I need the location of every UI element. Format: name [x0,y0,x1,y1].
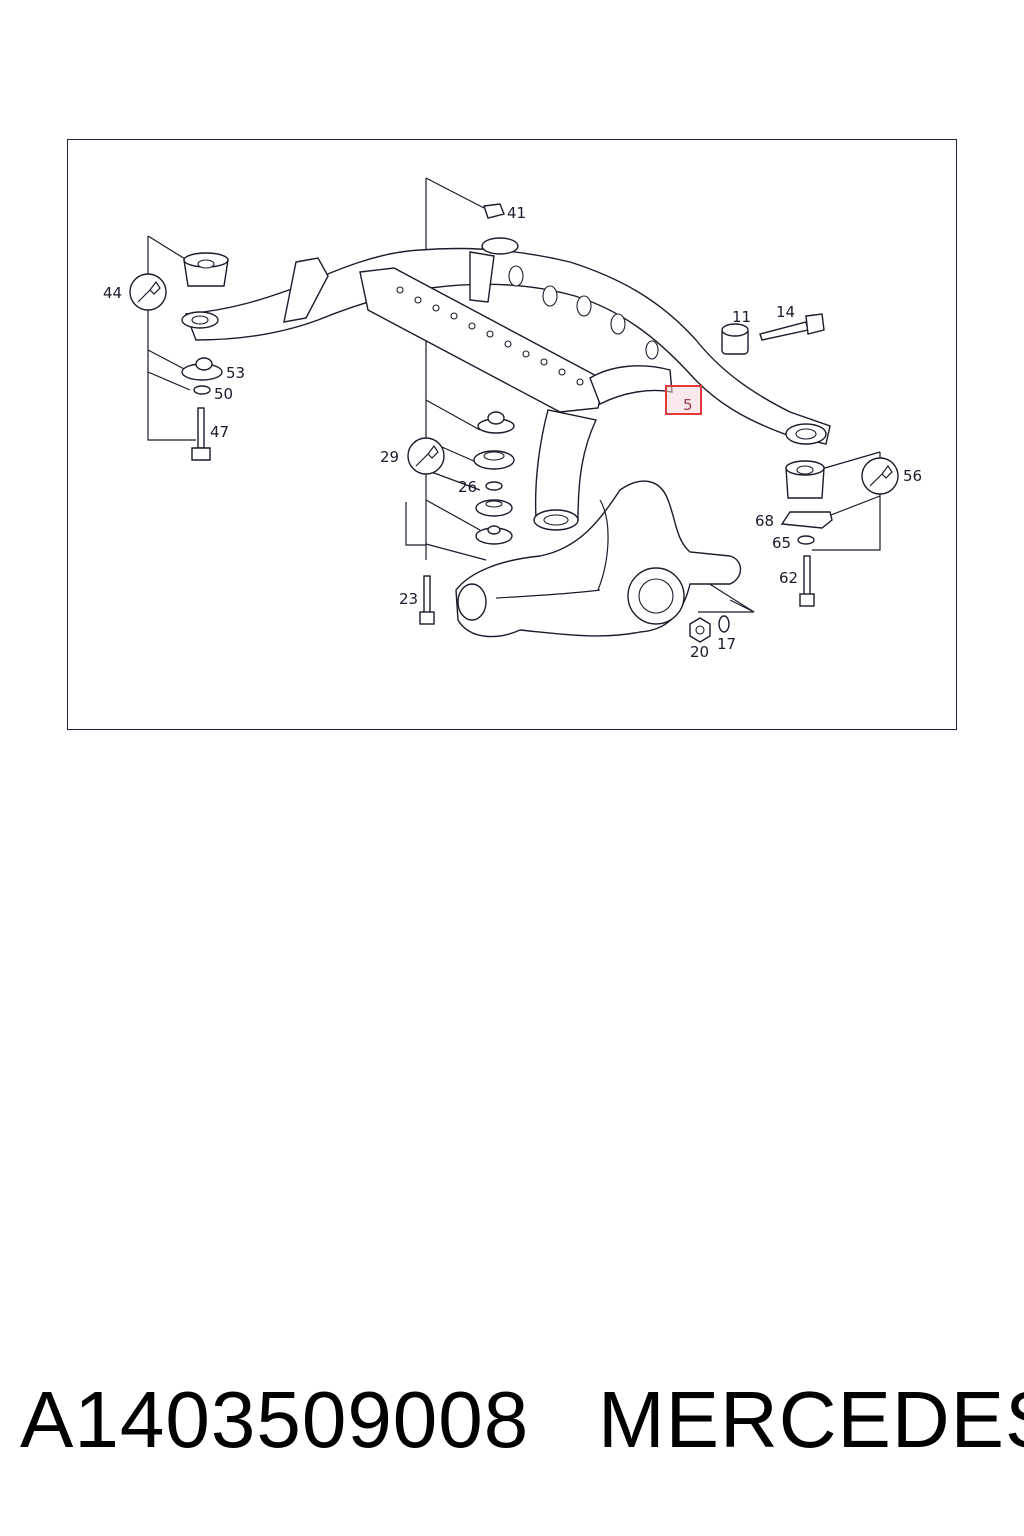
highlight-box-part-5 [665,385,702,415]
part-17-washer [718,615,730,633]
label-17: 17 [717,635,736,653]
part-65-washer [797,535,815,545]
rear-subframe [181,237,831,531]
footer: A1403509008 MERCEDES [0,1372,1024,1472]
wrench-icon [407,437,445,475]
brand-name: MERCEDES [598,1375,1024,1464]
wrench-icon [861,457,899,495]
label-44: 44 [103,284,122,302]
differential-housing [455,480,742,638]
label-50: 50 [214,385,233,403]
callout-labels: 41 44 53 50 47 11 14 5 29 26 56 68 65 62… [103,204,922,661]
beam-holes [396,286,584,386]
label-20: 20 [690,643,709,661]
part-44-bushing [183,252,229,287]
rear-beam-holes [508,265,659,360]
part-62-bolt [799,555,815,607]
label-11: 11 [732,308,751,326]
label-5: 5 [683,396,693,414]
exploded-parts-diagram: 41 44 53 50 47 11 14 5 29 26 56 68 65 62… [103,177,922,661]
label-68: 68 [755,512,774,530]
part-68-plate [780,511,833,529]
part-41-nut [483,203,505,219]
part-23-bolt [419,575,435,625]
part-47-bolt [191,407,211,461]
part-number: A1403509008 [20,1375,530,1464]
label-62: 62 [779,569,798,587]
part-50-washer [193,385,211,395]
label-26: 26 [458,478,477,496]
wrench-icon [129,273,167,311]
label-65: 65 [772,534,791,552]
label-53: 53 [226,364,245,382]
part-56-bushing [785,460,825,499]
label-14: 14 [776,303,795,321]
part-11-bushing [721,323,749,355]
label-47: 47 [210,423,229,441]
center-stack-mounts [473,411,515,545]
part-14-bolt [759,313,825,341]
label-41: 41 [507,204,526,222]
label-29: 29 [380,448,399,466]
label-56: 56 [903,467,922,485]
part-20-nut [689,617,711,643]
label-23: 23 [399,590,418,608]
part-53-mount [181,357,223,381]
